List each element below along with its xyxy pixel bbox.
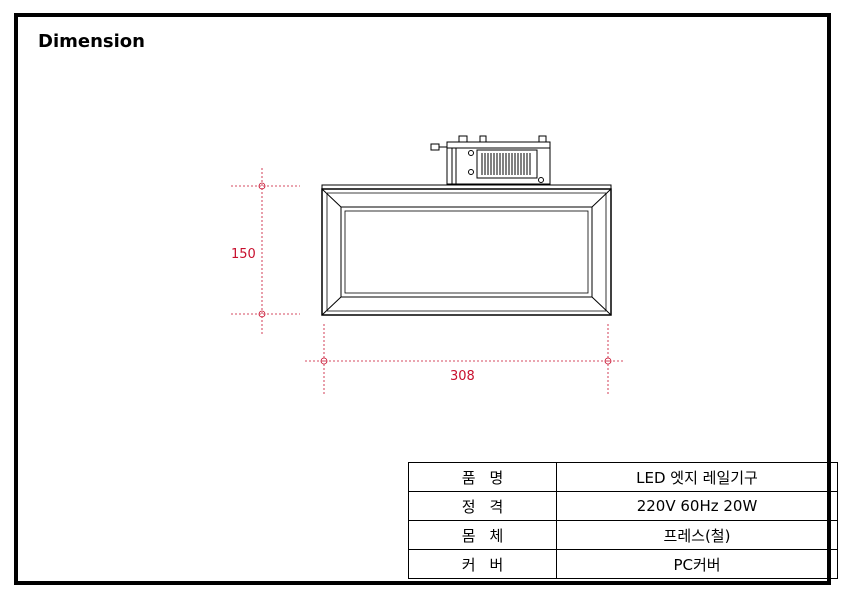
width-label: 308 [450, 369, 475, 384]
table-row: 커버 PC커버 [408, 549, 838, 579]
table-row: 정격 220V 60Hz 20W [408, 491, 838, 521]
track-adapter [430, 135, 551, 185]
spec-value: LED 엣지 레일기구 [556, 462, 838, 492]
spec-table: 품명 LED 엣지 레일기구 정격 220V 60Hz 20W 몸체 프레스(철… [408, 462, 838, 579]
table-row: 몸체 프레스(철) [408, 520, 838, 550]
panel-body [321, 184, 612, 316]
spec-key: 정격 [408, 491, 557, 521]
height-dimension [231, 168, 300, 336]
spec-value: 프레스(철) [556, 520, 838, 550]
table-row: 품명 LED 엣지 레일기구 [408, 462, 838, 492]
width-dimension [305, 324, 625, 394]
page-title: Dimension [38, 31, 145, 52]
spec-value: PC커버 [556, 549, 838, 579]
vent-slots [481, 153, 531, 175]
spec-key: 품명 [408, 462, 557, 492]
spec-key: 몸체 [408, 520, 557, 550]
spec-key: 커버 [408, 549, 557, 579]
spec-value: 220V 60Hz 20W [556, 491, 838, 521]
height-label: 150 [231, 247, 256, 262]
